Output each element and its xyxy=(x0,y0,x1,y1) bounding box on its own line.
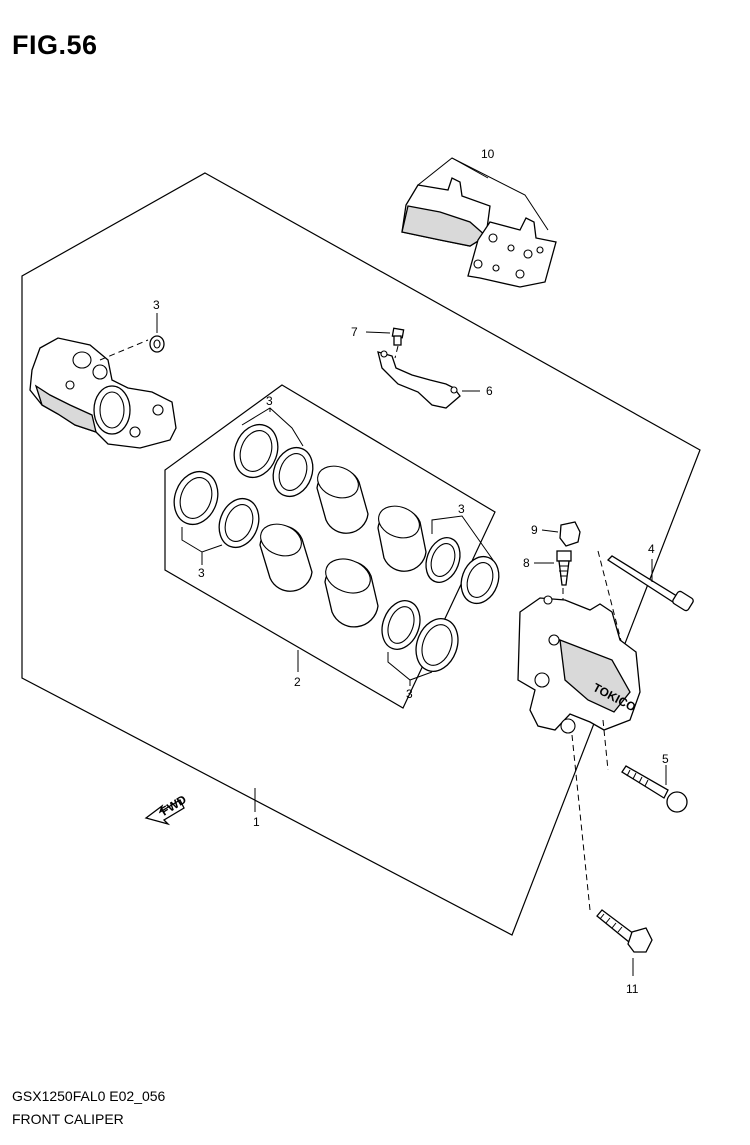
callout-3-upper-left: 3 xyxy=(266,394,273,408)
pad-pin-4 xyxy=(606,555,694,612)
leader-10 xyxy=(417,157,549,231)
piston-seals xyxy=(173,423,500,672)
callout-9: 9 xyxy=(531,523,538,537)
leader-3-upper-left xyxy=(241,407,304,447)
caliper-outer-half xyxy=(29,337,177,449)
bleeder-cap-9 xyxy=(559,521,581,547)
brake-pad-set xyxy=(401,177,557,288)
forward-arrow-icon: FWD xyxy=(144,792,189,826)
figure-name: FRONT CALIPER xyxy=(12,1111,124,1127)
model-code: GSX1250FAL0 E02_056 xyxy=(12,1088,166,1104)
bolt-7 xyxy=(391,327,405,346)
leader-3-lower-left xyxy=(181,527,223,553)
pistons xyxy=(259,465,427,628)
callout-3-lower-left: 3 xyxy=(198,566,205,580)
leader-3-right xyxy=(431,515,494,561)
callout-3-bottom: 3 xyxy=(406,687,413,701)
leader-10-b xyxy=(451,157,489,179)
dash-11 xyxy=(571,734,591,911)
callout-1: 1 xyxy=(253,815,260,829)
caliper-seal-small xyxy=(149,335,165,353)
leader-7 xyxy=(365,331,391,334)
bleeder-valve-8 xyxy=(556,550,572,586)
callout-11: 11 xyxy=(626,982,639,996)
caliper-inner-half: TOKICO xyxy=(517,595,641,734)
callout-4: 4 xyxy=(648,542,655,556)
callout-10: 10 xyxy=(481,147,495,161)
dash-seal-link xyxy=(99,339,149,361)
callout-8: 8 xyxy=(523,556,530,570)
caliper-assembly-boundary xyxy=(21,172,701,936)
leader-9 xyxy=(541,529,559,533)
callout-2: 2 xyxy=(294,675,301,689)
callout-3-top: 3 xyxy=(153,298,160,312)
pad-spring-6 xyxy=(377,350,461,409)
callout-7: 7 xyxy=(351,325,358,339)
callout-6: 6 xyxy=(486,384,493,398)
figure-title: FIG.56 xyxy=(12,30,98,60)
dash-5 xyxy=(602,719,609,771)
callout-5: 5 xyxy=(662,752,669,766)
dash-7 xyxy=(394,345,399,359)
bolt-5 xyxy=(621,765,688,813)
callout-3-right: 3 xyxy=(458,502,465,516)
piston-kit-boundary xyxy=(164,384,496,709)
bolt-11 xyxy=(596,909,653,953)
leader-3-bottom xyxy=(387,652,433,681)
